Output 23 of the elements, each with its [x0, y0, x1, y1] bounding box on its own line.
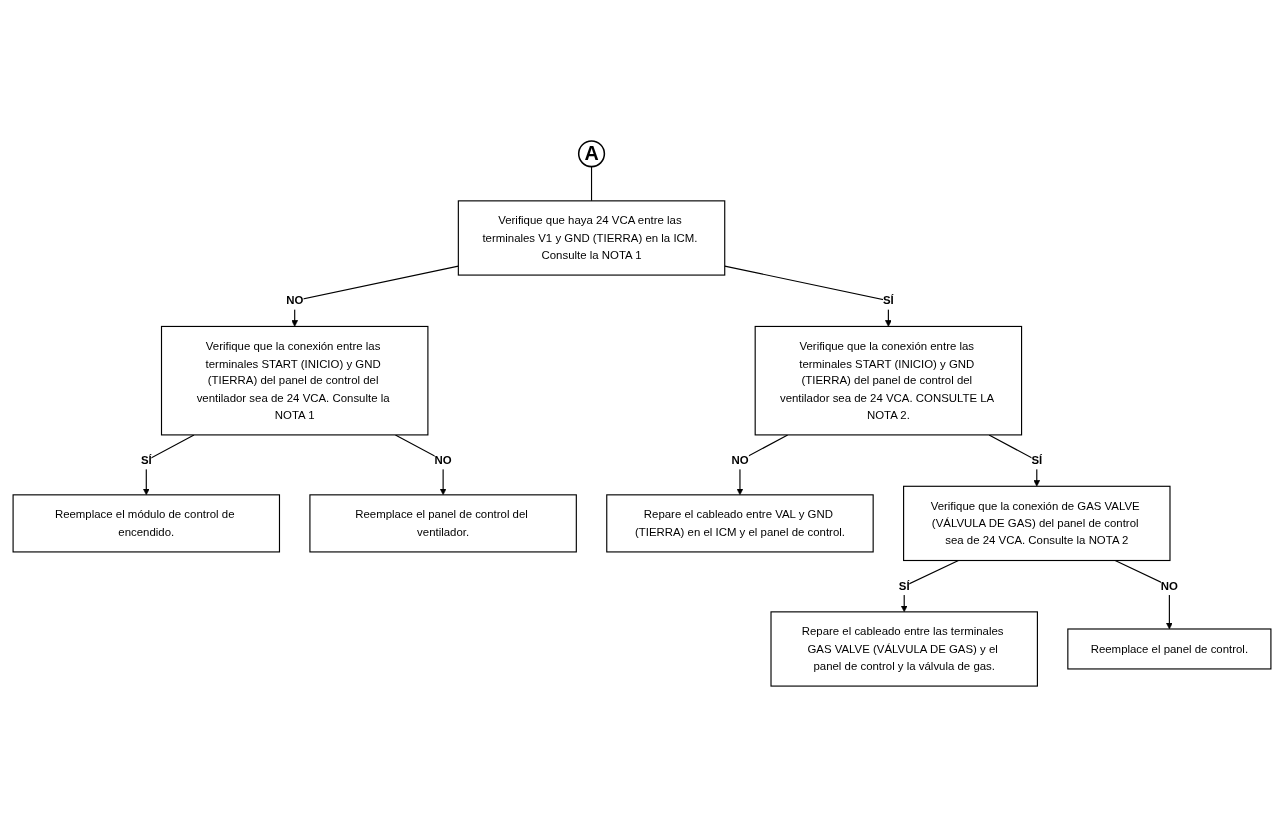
node-box: Reemplace el módulo de control de encendido. — [12, 494, 280, 553]
edge-label: SÍ — [1030, 453, 1042, 467]
node-box: Reemplace el panel de control. — [1066, 628, 1271, 670]
edge-label: SÍ — [140, 453, 152, 467]
connector — [590, 166, 592, 202]
node-box: Repare el cableado entre las terminales GAS VALVE (VÁLVULA DE GAS) y el panel de control y la válvula de gas. — [769, 611, 1038, 687]
edge-label: NO — [730, 453, 749, 467]
node-box: Verifique que la conexión entre las terminales START (INICIO) y GND (TIERRA) del panel de control del ventilador sea de 24 VCA. CONSULTE LA NOTA 2. — [754, 325, 1022, 436]
edge-label: SÍ — [882, 293, 894, 307]
arrow — [1114, 559, 1173, 630]
node-circle: A — [577, 140, 605, 168]
edge-label: SÍ — [898, 579, 910, 593]
arrow — [900, 559, 959, 613]
arrow — [142, 434, 195, 496]
node-box: Verifique que la conexión entre las terminales START (INICIO) y GND (TIERRA) del panel de control del ventilador sea de 24 VCA. Consulte la NOTA 1 — [160, 325, 428, 436]
node-box: Repare el cableado entre VAL y GND (TIERRA) en el ICM y el panel de control. — [605, 494, 874, 553]
node-box: Reemplace el panel de control del ventilador. — [308, 494, 577, 553]
edge-label: NO — [285, 293, 303, 307]
arrow — [736, 434, 788, 496]
edge-label: NO — [434, 453, 452, 467]
node-box: Verifique que la conexión de GAS VALVE (VÁLVULA DE GAS) del panel de control sea de 24 VCA. Consulte la NOTA 2 — [902, 485, 1171, 562]
edge-label: NO — [1160, 579, 1178, 593]
node-box: Verifique que haya 24 VCA entre las terminales V1 y GND (TIERRA) en la ICM. Consulte la NOTA 1 — [457, 200, 725, 276]
